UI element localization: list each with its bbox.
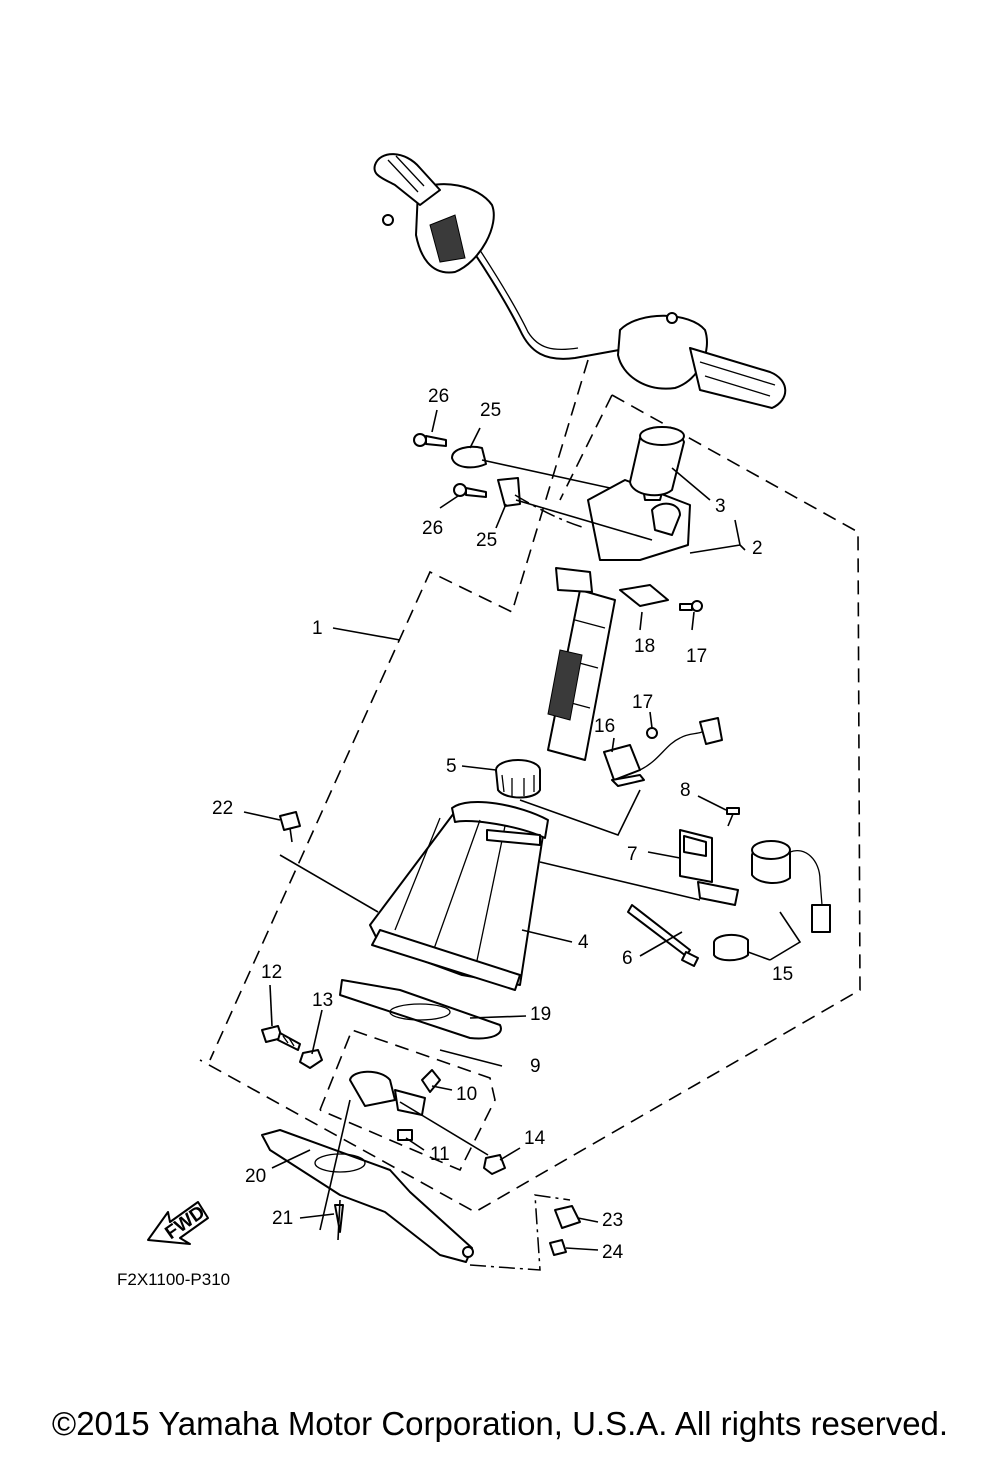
part-16-switch: [603, 717, 723, 787]
assembly-boundary-1: [209, 359, 613, 1061]
handlebar-assembly: [373, 153, 787, 409]
callout-15: 15: [772, 964, 793, 985]
callout-10: 10: [456, 1084, 477, 1105]
callout-25-upper: 25: [480, 400, 501, 421]
steering-column: [547, 454, 691, 761]
callout-26-upper: 26: [428, 386, 449, 407]
callout-6: 6: [622, 948, 633, 969]
callout-5: 5: [446, 756, 457, 777]
callout-9: 9: [530, 1056, 541, 1077]
callout-14: 14: [524, 1128, 546, 1149]
callout-4: 4: [578, 932, 589, 953]
part-20-plate: [261, 1129, 474, 1263]
callout-16: 16: [594, 716, 615, 737]
callout-20: 20: [245, 1166, 266, 1187]
bolt-clamp-upper: [413, 433, 653, 541]
callout-11: 11: [430, 1144, 450, 1165]
part-12-bolt: [261, 1025, 323, 1069]
callout-13: 13: [312, 990, 333, 1011]
part-5-bearing: [495, 759, 541, 799]
part-21-rivet: [334, 1199, 344, 1241]
callout-24: 24: [602, 1242, 624, 1263]
part-19-gasket: [339, 979, 502, 1040]
copyright-notice: ©2015 Yamaha Motor Corporation, U.S.A. A…: [51, 1405, 949, 1442]
part-23-24-clip: [469, 1194, 581, 1271]
callout-21: 21: [272, 1208, 293, 1229]
callout-22: 22: [212, 798, 233, 819]
callout-17-upper: 17: [632, 692, 653, 713]
callout-26-lower: 26: [422, 518, 443, 539]
part-7-bracket: [679, 829, 739, 906]
callout-19: 19: [530, 1004, 551, 1025]
part-14-nut: [483, 1154, 506, 1175]
part-4-housing: [369, 801, 549, 991]
part-18-clip: [619, 584, 703, 612]
reference-lines: [279, 494, 701, 1231]
part-9-sensor: [349, 1069, 489, 1156]
callout-7: 7: [627, 844, 638, 865]
callout-18: 18: [634, 636, 655, 657]
part-6-tie: [627, 904, 699, 967]
diagram-code: F2X1100-P310: [117, 1270, 231, 1289]
callout-labels: 1 2 3 4 5 6 7 8 9 10 11 12 13 14 15 16 1…: [212, 386, 793, 1263]
callout-2: 2: [752, 538, 763, 559]
assembly-boundary-9: [319, 1028, 496, 1172]
callout-25-lower: 25: [476, 530, 497, 551]
fwd-arrow: FWD: [147, 1201, 209, 1245]
part-15-sensor: [713, 840, 831, 962]
leader-lines: [243, 409, 802, 1251]
assembly-boundary-2: [199, 394, 861, 1213]
callout-23: 23: [602, 1210, 623, 1231]
callout-8: 8: [680, 780, 691, 801]
part-8-bolt: [726, 807, 740, 827]
part-3-bushing: [629, 426, 685, 497]
callout-12: 12: [261, 962, 282, 983]
callout-3: 3: [715, 496, 726, 517]
part-22-bolt: [279, 811, 301, 843]
callout-17-lower: 17: [686, 646, 707, 667]
callout-1: 1: [312, 618, 323, 639]
